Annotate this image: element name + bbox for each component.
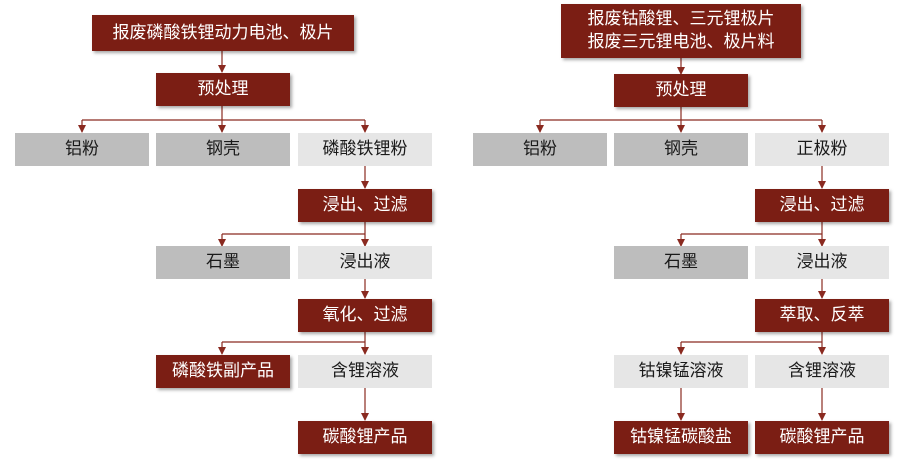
right-extract-label: 萃取、反萃 <box>779 305 865 326</box>
right-li-solution-box: 含锂溶液 <box>755 355 889 388</box>
right-pretreat-label: 预处理 <box>655 80 707 101</box>
right-steel-box: 钢壳 <box>614 133 748 166</box>
left-li-carbonate-label: 碳酸锂产品 <box>322 427 408 448</box>
right-cathode-powder-box: 正极粉 <box>755 133 889 166</box>
right-cathode-powder-label: 正极粉 <box>796 139 848 160</box>
left-li-carbonate-box: 碳酸锂产品 <box>298 421 432 454</box>
right-cnm-carbonate-label: 钴镍锰碳酸盐 <box>630 427 732 448</box>
left-graphite-label: 石墨 <box>206 252 240 273</box>
right-extract-box: 萃取、反萃 <box>755 299 889 332</box>
right-source-line2: 报废三元锂电池、极片料 <box>587 32 775 52</box>
left-steel-box: 钢壳 <box>156 133 290 166</box>
left-leachate-label: 浸出液 <box>339 252 391 273</box>
left-source-box: 报废磷酸铁锂动力电池、极片 <box>92 15 354 51</box>
right-cnm-solution-label: 钴镍锰溶液 <box>638 361 724 382</box>
left-steel-label: 钢壳 <box>206 139 240 160</box>
right-graphite-label: 石墨 <box>664 252 698 273</box>
right-li-carbonate-label: 碳酸锂产品 <box>779 427 865 448</box>
right-li-solution-label: 含锂溶液 <box>788 361 856 382</box>
left-byproduct-box: 磷酸铁副产品 <box>156 355 290 388</box>
right-graphite-box: 石墨 <box>614 246 748 279</box>
left-pretreat-box: 预处理 <box>156 73 290 106</box>
left-aluminum-label: 铝粉 <box>65 139 99 160</box>
right-steel-label: 钢壳 <box>664 139 698 160</box>
left-li-solution-label: 含锂溶液 <box>331 361 399 382</box>
left-leach-label: 浸出、过滤 <box>322 195 408 216</box>
left-lfp-powder-box: 磷酸铁锂粉 <box>298 133 432 166</box>
left-lfp-powder-label: 磷酸铁锂粉 <box>322 139 408 160</box>
right-li-carbonate-box: 碳酸锂产品 <box>755 421 889 454</box>
right-aluminum-label: 铝粉 <box>523 139 557 160</box>
right-source-line1: 报废钴酸锂、三元锂极片 <box>587 9 775 30</box>
left-oxidize-label: 氧化、过滤 <box>322 305 408 326</box>
left-leach-box: 浸出、过滤 <box>298 189 432 222</box>
right-leach-label: 浸出、过滤 <box>779 195 865 216</box>
left-source-label: 报废磷酸铁锂动力电池、极片 <box>112 22 334 43</box>
right-leach-box: 浸出、过滤 <box>755 189 889 222</box>
right-leachate-label: 浸出液 <box>796 252 848 273</box>
right-source-box: 报废钴酸锂、三元锂极片 报废三元锂电池、极片料 <box>561 4 801 58</box>
left-graphite-box: 石墨 <box>156 246 290 279</box>
left-aluminum-box: 铝粉 <box>15 133 149 166</box>
right-leachate-box: 浸出液 <box>755 246 889 279</box>
left-pretreat-label: 预处理 <box>197 79 249 100</box>
right-cnm-solution-box: 钴镍锰溶液 <box>614 355 748 388</box>
right-aluminum-box: 铝粉 <box>473 133 607 166</box>
right-pretreat-box: 预处理 <box>614 74 748 107</box>
left-oxidize-box: 氧化、过滤 <box>298 299 432 332</box>
left-li-solution-box: 含锂溶液 <box>298 355 432 388</box>
right-cnm-carbonate-box: 钴镍锰碳酸盐 <box>614 421 748 454</box>
left-leachate-box: 浸出液 <box>298 246 432 279</box>
left-byproduct-label: 磷酸铁副产品 <box>172 361 274 382</box>
